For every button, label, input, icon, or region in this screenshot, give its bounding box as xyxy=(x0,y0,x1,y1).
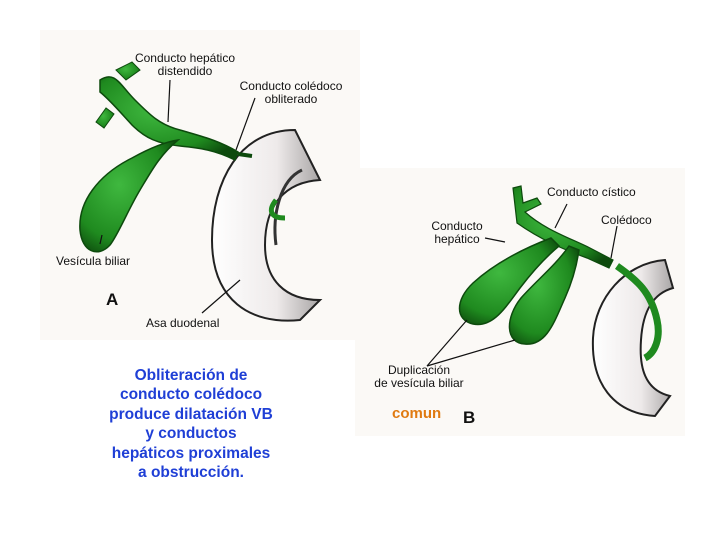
label-gallbladder: Vesícula biliar xyxy=(56,254,131,268)
dilated-hepatic-duct-shape xyxy=(99,76,239,162)
gallbladder-shape-b1 xyxy=(458,237,561,326)
label-duodenal-loop: Asa duodenal xyxy=(146,316,220,330)
panel-letter-a: A xyxy=(106,290,119,309)
diagram-panel-a: Conducto hepático distendido Conducto co… xyxy=(40,30,360,340)
label-gallbladder-duplication: Duplicación de vesícula biliar xyxy=(374,363,464,390)
label-cbd-b: Colédoco xyxy=(601,213,652,227)
duodenum-shape xyxy=(210,128,323,322)
panel-letter-b: B xyxy=(463,408,476,427)
label-obliterated-cbd: Conducto colédoco obliterado xyxy=(239,79,343,106)
panel-a-illustration xyxy=(79,61,323,322)
label-hepatic-duct-b: Conducto hepático xyxy=(431,219,483,246)
panel-b-illustration xyxy=(426,185,675,418)
gallbladder-shape-a xyxy=(79,138,181,253)
label-cystic-duct: Conducto cístico xyxy=(547,185,636,199)
hepatic-duct-shape-b xyxy=(512,185,614,269)
comun-label: comun xyxy=(392,405,442,422)
label-dilated-hepatic-duct: Conducto hepático distendido xyxy=(134,51,236,78)
gallbladder-shape-b2 xyxy=(508,245,580,345)
caption-text: Obliteración de conducto colédoco produc… xyxy=(109,367,273,482)
diagram-panel-b: Conducto cístico Conducto hepático Coléd… xyxy=(355,168,685,436)
